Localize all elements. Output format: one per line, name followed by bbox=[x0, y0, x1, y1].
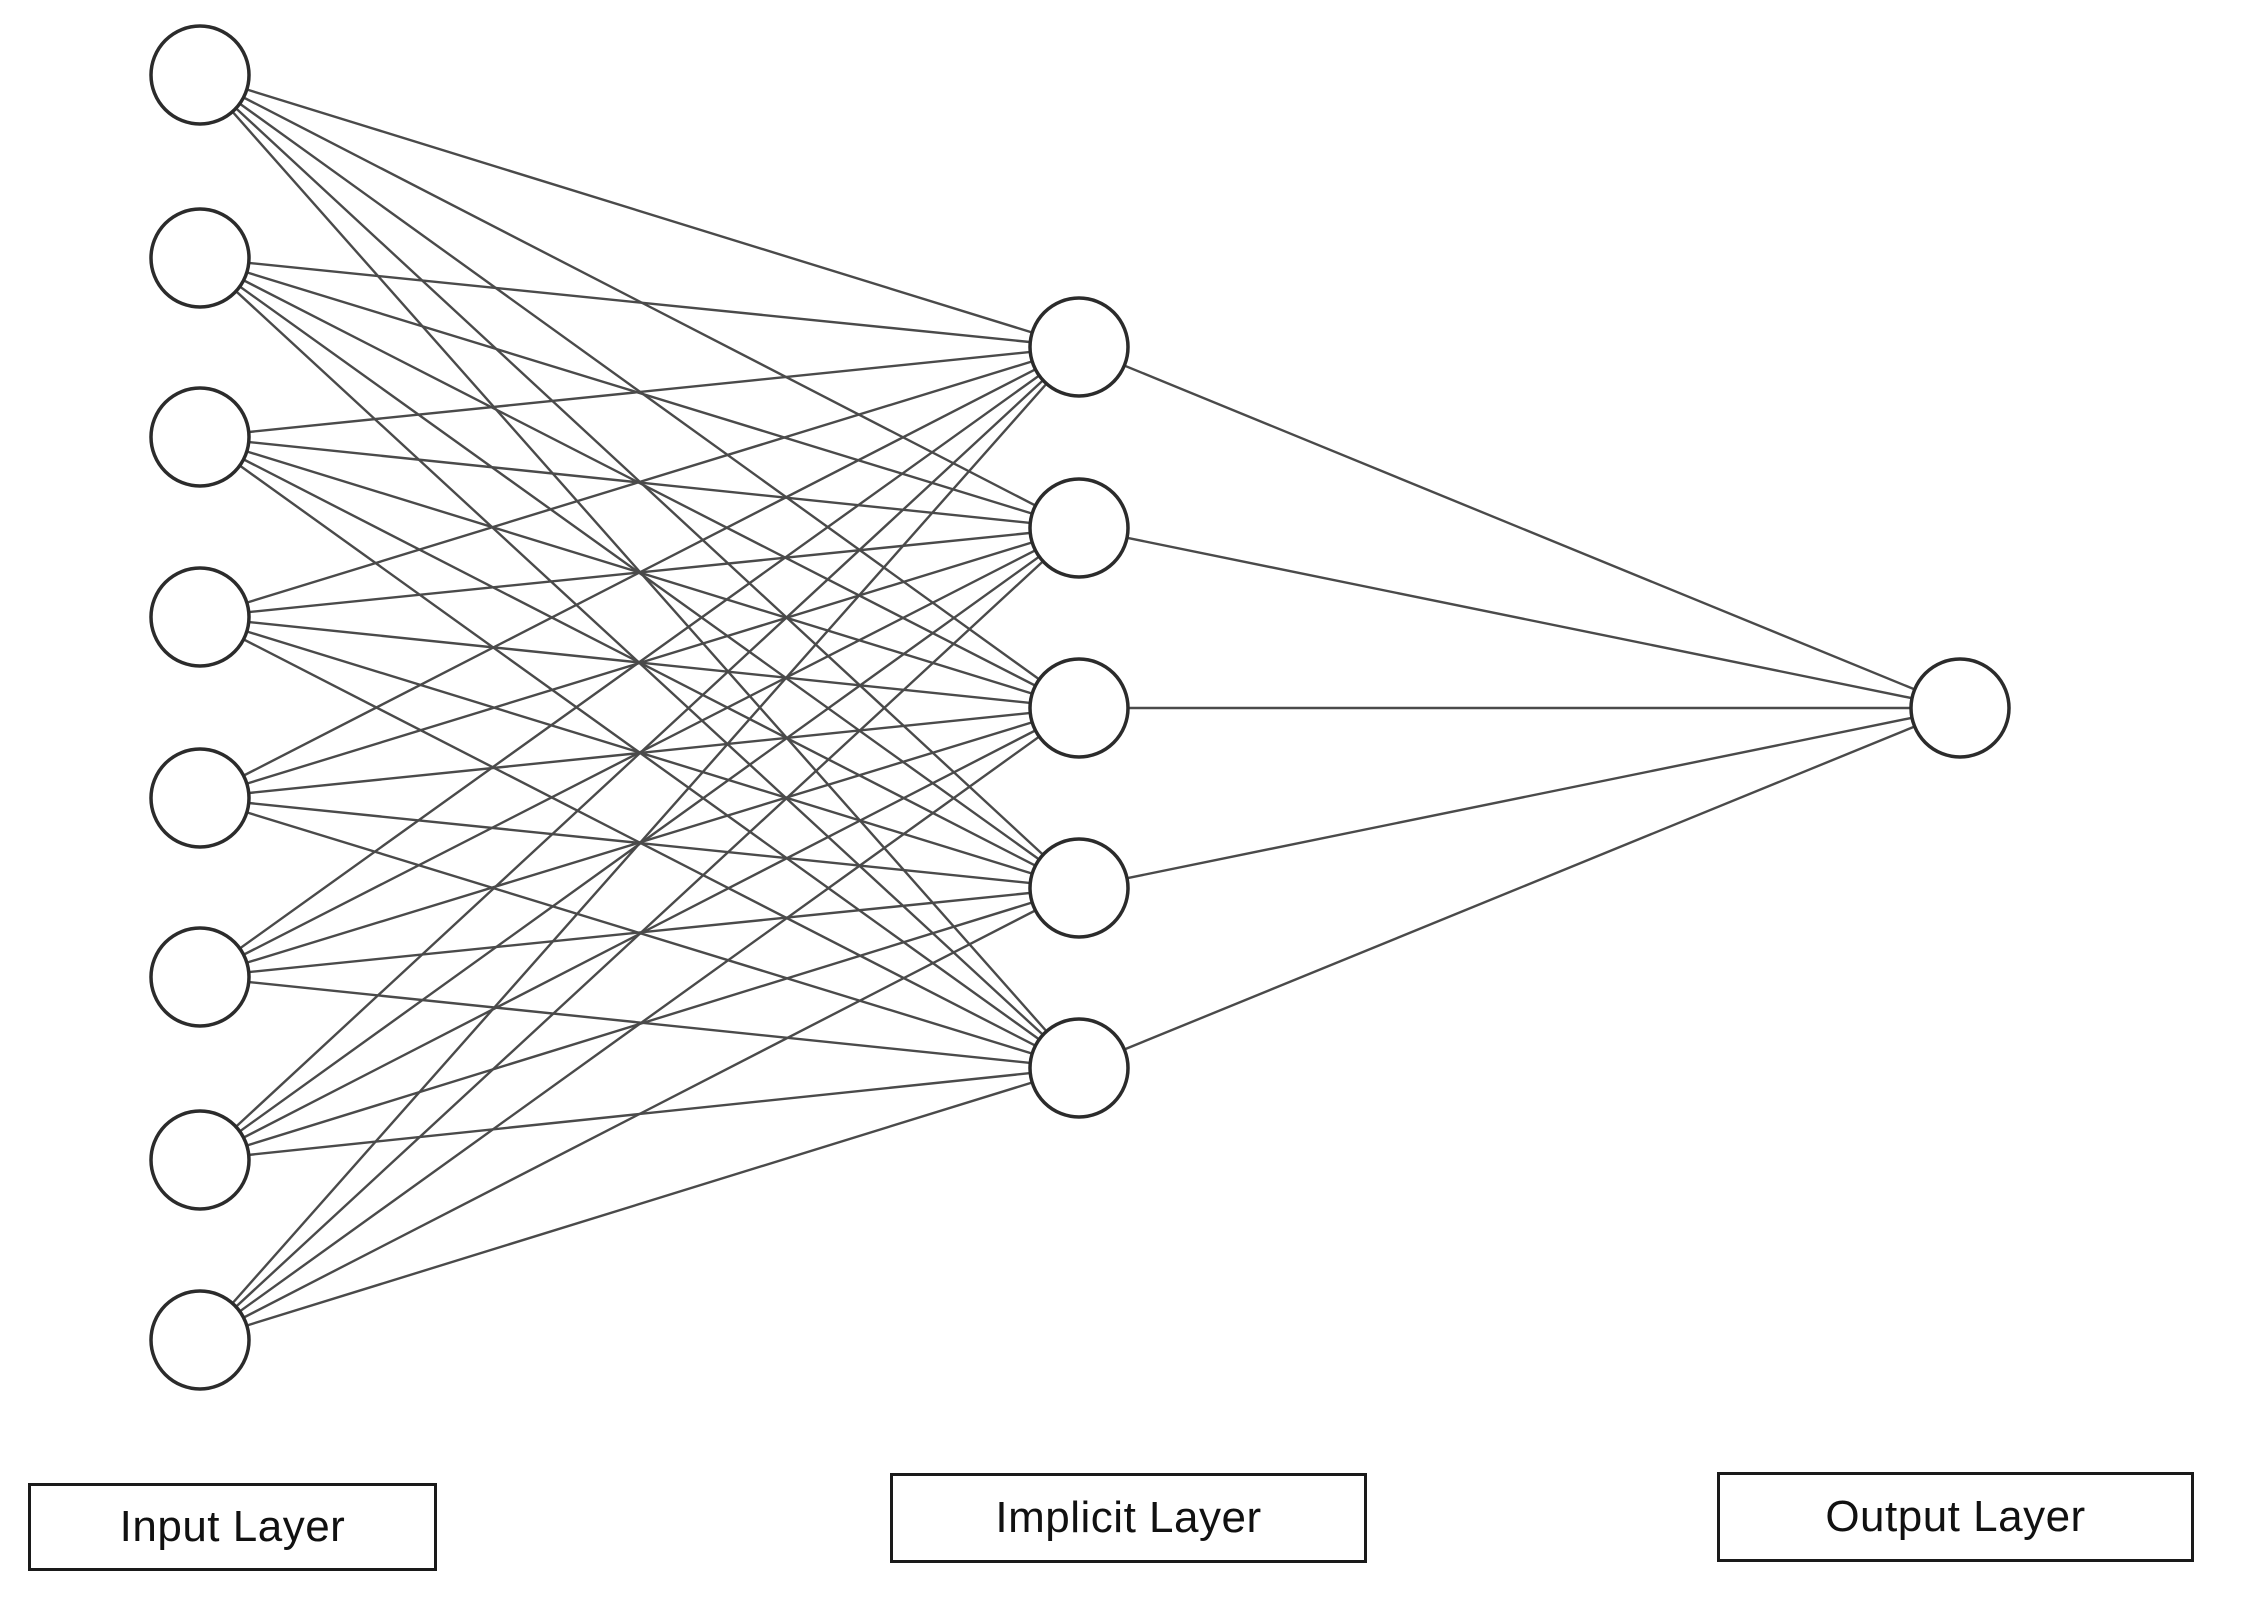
edge bbox=[1078, 526, 1961, 710]
implicit-layer-node bbox=[1028, 1017, 1130, 1119]
output-layer-label-box: Output Layer bbox=[1717, 1472, 2194, 1562]
edge bbox=[199, 256, 1080, 349]
edge bbox=[199, 707, 1080, 1341]
input-layer-node bbox=[149, 747, 251, 849]
implicit-layer-label-box: Implicit Layer bbox=[890, 1473, 1367, 1563]
input-layer-node bbox=[149, 24, 251, 126]
edge bbox=[199, 345, 1080, 800]
input-layer-node bbox=[149, 386, 251, 488]
edge bbox=[199, 1066, 1080, 1342]
edge bbox=[199, 346, 1080, 1161]
edge bbox=[1078, 706, 1961, 1070]
input-layer-node bbox=[149, 207, 251, 309]
edge bbox=[1078, 706, 1961, 890]
implicit-layer-node bbox=[1028, 296, 1130, 398]
implicit-layer-node bbox=[1028, 657, 1130, 759]
output-layer-node bbox=[1909, 657, 2011, 759]
edge bbox=[199, 527, 1080, 1341]
edge bbox=[199, 346, 1080, 1341]
edge bbox=[199, 73, 1080, 349]
edge bbox=[199, 346, 1080, 978]
edge bbox=[199, 975, 1080, 1070]
implicit-layer-label: Implicit Layer bbox=[995, 1493, 1262, 1542]
edge bbox=[199, 886, 1080, 1342]
edge bbox=[199, 345, 1080, 439]
edge bbox=[1078, 345, 1961, 710]
implicit-layer-node bbox=[1028, 837, 1130, 939]
input-layer-label-box: Input Layer bbox=[28, 1483, 437, 1571]
edge bbox=[199, 345, 1080, 619]
implicit-layer-node bbox=[1028, 477, 1130, 579]
input-layer-label: Input Layer bbox=[119, 1502, 346, 1551]
input-layer-node bbox=[149, 926, 251, 1028]
output-layer-label: Output Layer bbox=[1825, 1492, 2086, 1541]
input-layer-node bbox=[149, 566, 251, 668]
input-layer-node bbox=[149, 1289, 251, 1391]
input-layer-node bbox=[149, 1109, 251, 1211]
